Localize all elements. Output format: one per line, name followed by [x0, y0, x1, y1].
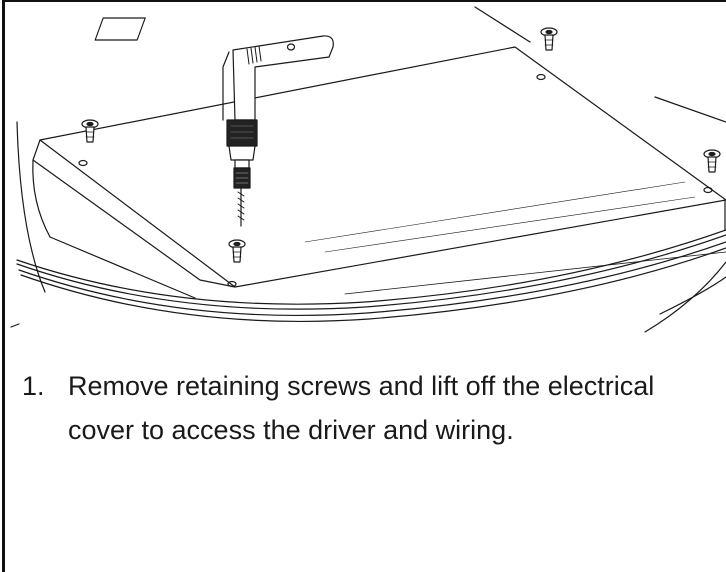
fixture-housing [10, 6, 726, 333]
retaining-screw [81, 119, 99, 143]
electric-drill-icon [222, 35, 334, 227]
retaining-screw [703, 149, 721, 173]
retaining-screw [540, 27, 558, 51]
retaining-screw [228, 239, 246, 263]
step-number: 1. [22, 371, 45, 401]
fixture-rim [16, 229, 726, 322]
assembly-illustration [5, 2, 726, 342]
page-frame-top-border [2, 0, 726, 2]
page-frame-left-border [2, 0, 5, 572]
spare-plate [94, 17, 146, 41]
instruction-step: 1. Remove retaining screws and lift off … [22, 364, 722, 452]
step-text: Remove retaining screws and lift off the… [68, 371, 655, 445]
electrical-cover [32, 46, 726, 299]
